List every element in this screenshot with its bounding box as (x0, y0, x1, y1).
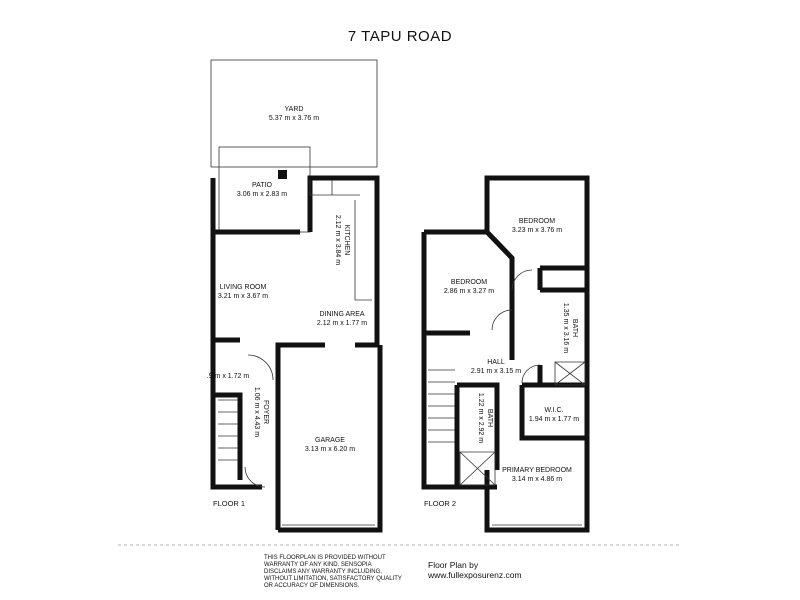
floor-1-stairs (218, 399, 238, 461)
room-dims-dining-area: 2.12 m x 1.77 m (317, 320, 367, 327)
room-label-bath-2: BATH (486, 409, 493, 427)
room-dims-bedroom-1: 3.23 m x 3.76 m (512, 227, 562, 234)
room-label-kitchen: KITCHEN (343, 225, 350, 256)
room-dims-wc: .9 m x 1.72 m (207, 373, 250, 380)
credit-line-1: Floor Plan by (428, 560, 479, 570)
room-label-hall: HALL (487, 359, 505, 366)
room-label-living-room: LIVING ROOM (220, 284, 267, 291)
room-label-dining-area: DINING AREA (319, 311, 364, 318)
room-dims-yard: 5.37 m x 3.76 m (269, 115, 319, 122)
room-dims-patio: 3.06 m x 2.83 m (237, 191, 287, 198)
room-dims-wic: 1.94 m x 1.77 m (529, 416, 579, 423)
showers (459, 361, 586, 486)
room-dims-hall: 2.91 m x 3.15 m (471, 368, 521, 375)
room-dims-kitchen: 2.12 m x 3.84 m (334, 215, 341, 265)
room-dims-primary-bedroom: 3.14 m x 4.86 m (512, 476, 562, 483)
page-title: 7 TAPU ROAD (347, 28, 453, 45)
room-label-wic: W.I.C. (544, 407, 563, 414)
room-label-primary-bedroom: PRIMARY BEDROOM (502, 467, 572, 474)
post (278, 170, 287, 179)
room-dims-garage: 3.13 m x 6.20 m (305, 446, 355, 453)
credit: Floor Plan by www.fullexposurenz.com (428, 560, 522, 580)
room-label-bedroom-2: BEDROOM (451, 279, 487, 286)
room-dims-bath-1: 1.35 m x 3.16 m (562, 303, 569, 353)
floor-2-inner-walls (424, 265, 587, 487)
room-dims-bath-2: 1.22 m x 2.92 m (477, 393, 484, 443)
room-dims-living-room: 3.21 m x 3.67 m (218, 293, 268, 300)
floor-1-walls (210, 175, 383, 533)
credit-website: www.fullexposurenz.com (428, 570, 522, 580)
room-label-yard: YARD (285, 106, 304, 113)
room-label-garage: GARAGE (315, 437, 345, 444)
disclaimer: THIS FLOORPLAN IS PROVIDED WITHOUT WARRA… (264, 555, 402, 589)
room-dims-bedroom-2: 2.86 m x 3.27 m (444, 288, 494, 295)
floor-1-label: FLOOR 1 (213, 499, 245, 508)
room-dims-foyer: 1.06 m x 4.43 m (253, 387, 260, 437)
floor-1-plan: YARD 5.37 m x 3.76 m PATIO 3.06 m x 2.83… (207, 59, 383, 533)
room-label-patio: PATIO (252, 182, 273, 189)
yard-outline (210, 59, 378, 168)
room-label-bedroom-1: BEDROOM (519, 218, 555, 225)
door-swings (244, 354, 274, 488)
floor-2-plan: BEDROOM 3.23 m x 3.76 m BEDROOM 2.86 m x… (421, 175, 590, 533)
patio-outline (218, 146, 311, 233)
floor-2-stairs (428, 369, 455, 443)
kitchen-counters (309, 180, 372, 301)
floor-2-walls (421, 175, 590, 533)
door-swings-2 (491, 269, 541, 384)
room-label-foyer: FOYER (262, 400, 269, 424)
floor-2-label: FLOOR 2 (424, 499, 456, 508)
floor-1-inner-walls (213, 337, 243, 480)
room-label-bath-1: BATH (571, 319, 578, 337)
